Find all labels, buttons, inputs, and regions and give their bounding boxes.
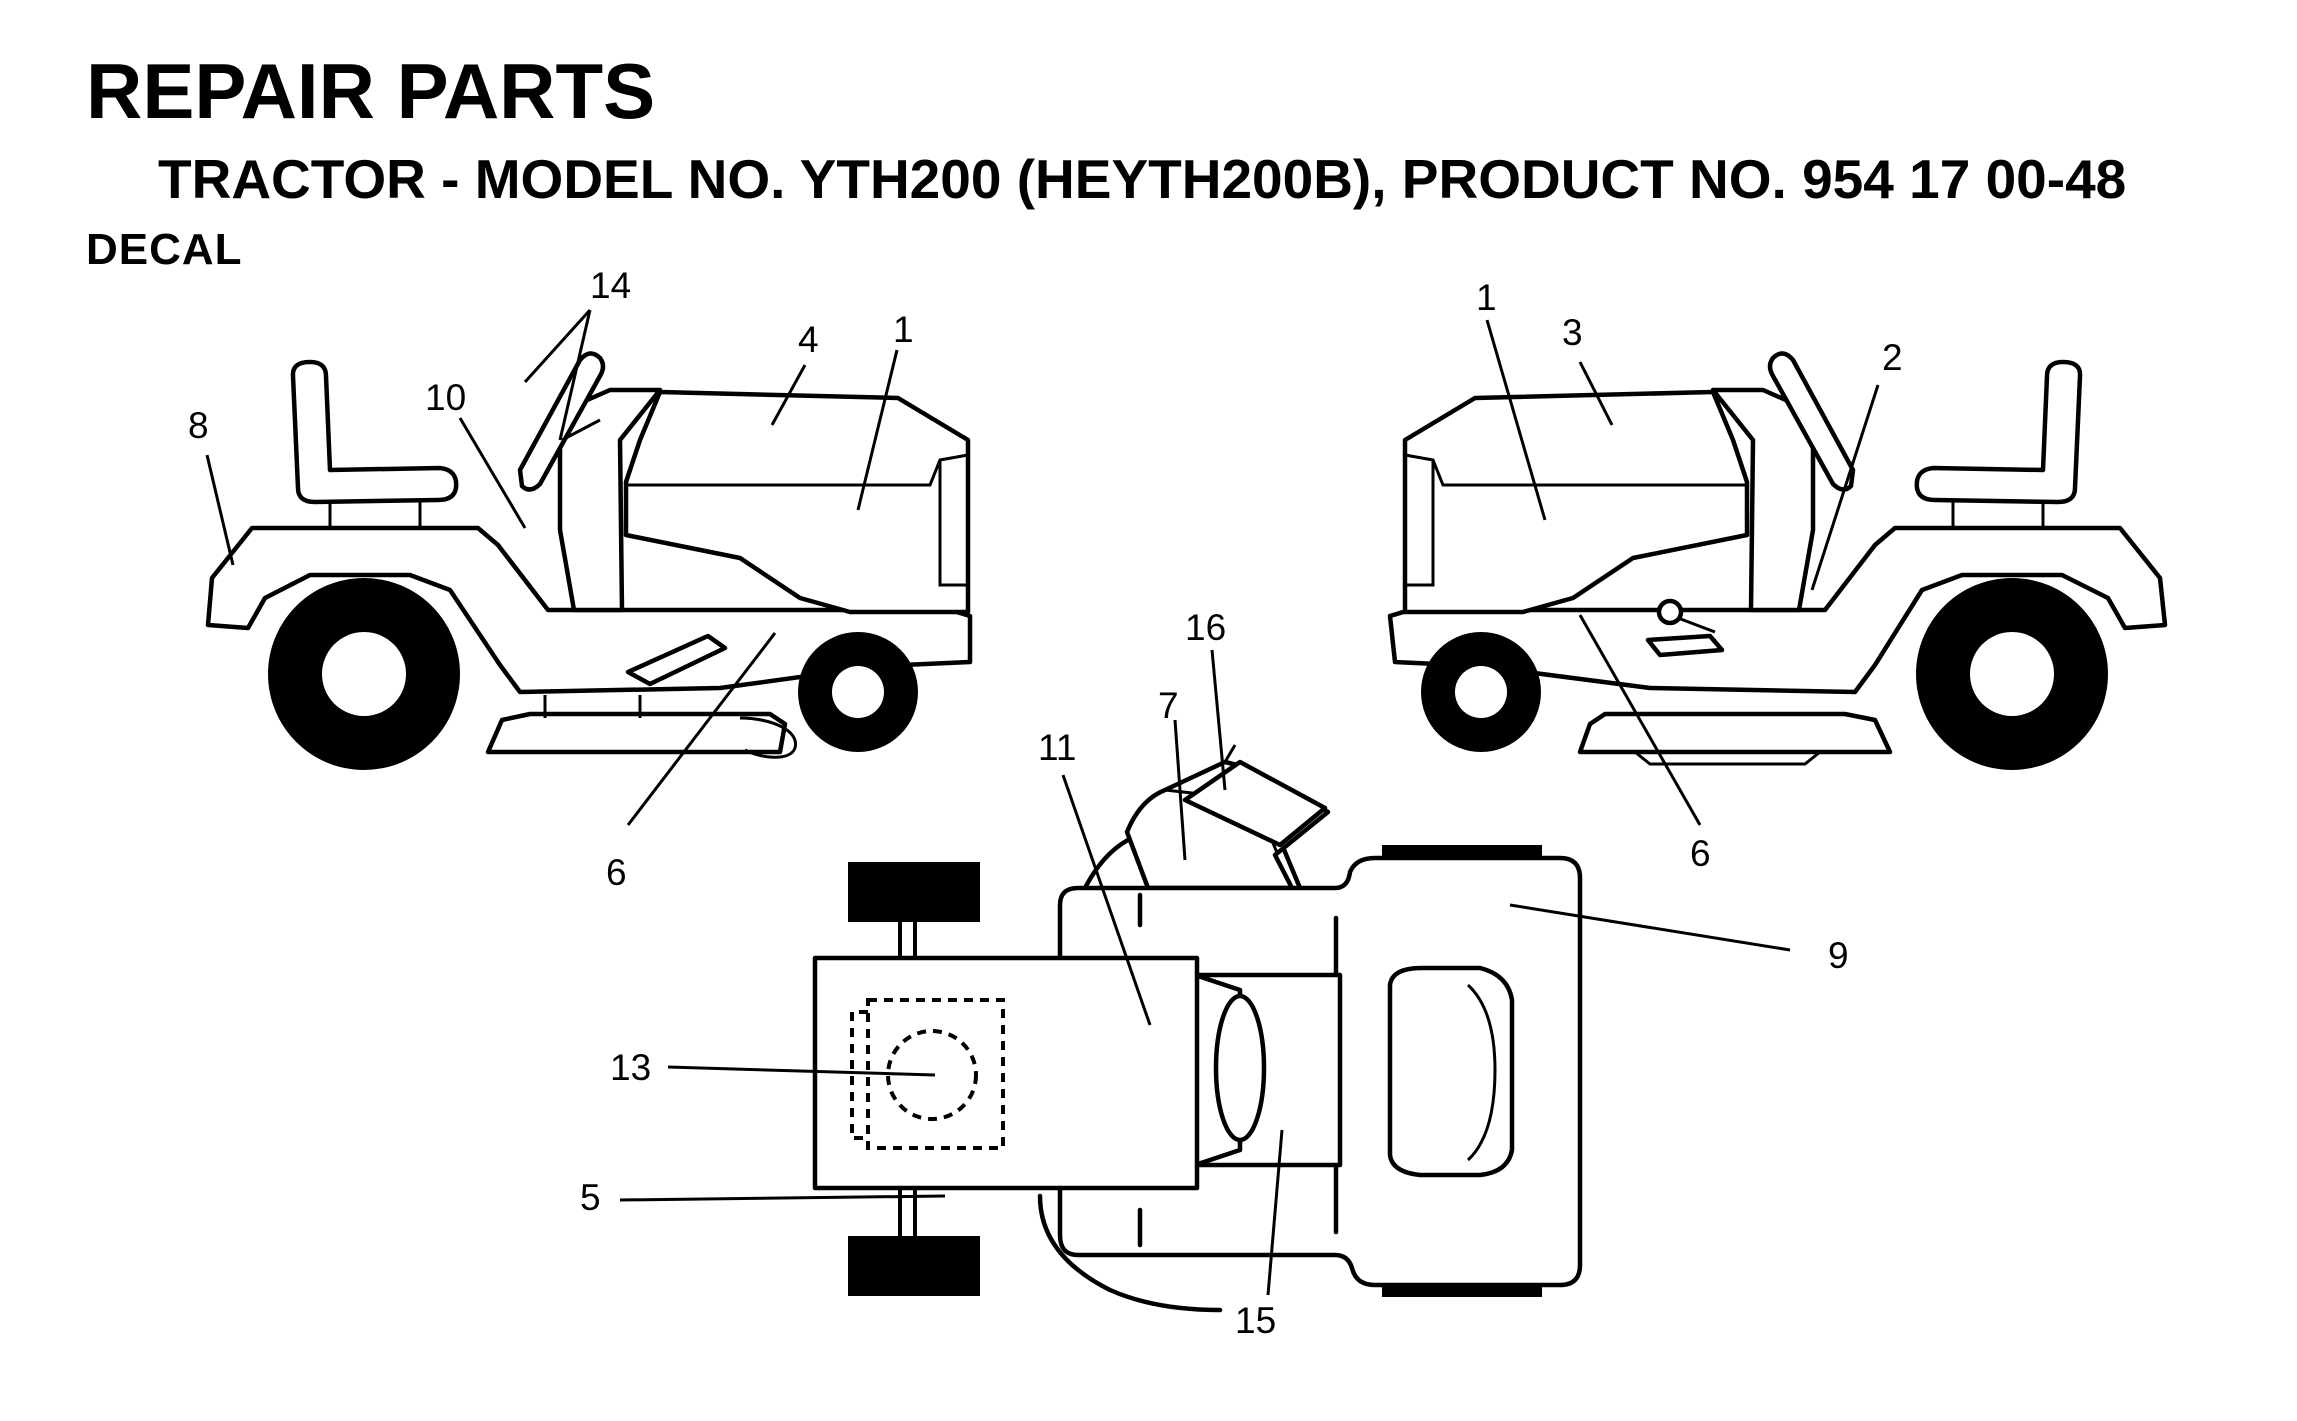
left-mower-deck [485, 711, 788, 755]
top-chute-deflector [1182, 759, 1328, 848]
left-hood [623, 389, 971, 615]
callout-14: 14 [590, 265, 631, 306]
callout-2: 2 [1882, 337, 1903, 378]
callout-8: 8 [188, 405, 209, 446]
callout-5: 5 [580, 1177, 601, 1218]
left-seat [290, 359, 459, 505]
left-steering-wheel [517, 351, 606, 492]
right-footrest [1645, 633, 1725, 658]
top-front-tire-upper [848, 862, 980, 922]
tractor-top-view [619, 649, 1791, 1313]
right-front-wheel [1421, 632, 1541, 752]
callout-6: 6 [606, 852, 627, 893]
right-dash-column [1710, 387, 1816, 613]
callout-3: 3 [1562, 312, 1583, 353]
callout-15: 15 [1235, 1300, 1276, 1341]
left-front-wheel [798, 632, 918, 752]
left-rear-wheel [268, 578, 460, 770]
right-mower-deck [1577, 711, 1893, 755]
callout-6: 6 [1690, 833, 1711, 874]
callout-13: 13 [610, 1047, 651, 1088]
callout-10: 10 [425, 377, 466, 418]
callout-11: 11 [1038, 727, 1076, 768]
right-rear-wheel [1916, 578, 2108, 770]
top-seat [1387, 965, 1515, 1178]
right-seat [1914, 359, 2083, 505]
callout-1: 1 [893, 309, 914, 350]
callout-9: 9 [1828, 935, 1849, 976]
left-dash-column [557, 387, 663, 613]
callout-4: 4 [798, 319, 819, 360]
right-hood [1402, 389, 1750, 615]
left-deck-chute [739, 716, 797, 759]
page-title: REPAIR PARTS [86, 47, 656, 135]
top-fuel-cap-outline [866, 998, 1005, 1150]
page-subtitle: TRACTOR - MODEL NO. YTH200 (HEYTH200B), … [158, 148, 2127, 210]
callout-labels: 8 10 14 4 1 6 1 3 2 6 16 7 11 9 13 5 15 [188, 265, 1903, 1341]
callout-1: 1 [1476, 277, 1497, 318]
callout-7: 7 [1158, 685, 1179, 726]
tractor-left-side-view [205, 308, 973, 826]
callout-16: 16 [1185, 607, 1226, 648]
section-title: DECAL [86, 225, 243, 274]
tractor-right-side-view [1387, 319, 2168, 826]
left-footrest [625, 633, 728, 687]
top-front-tire-lower [848, 1236, 980, 1296]
